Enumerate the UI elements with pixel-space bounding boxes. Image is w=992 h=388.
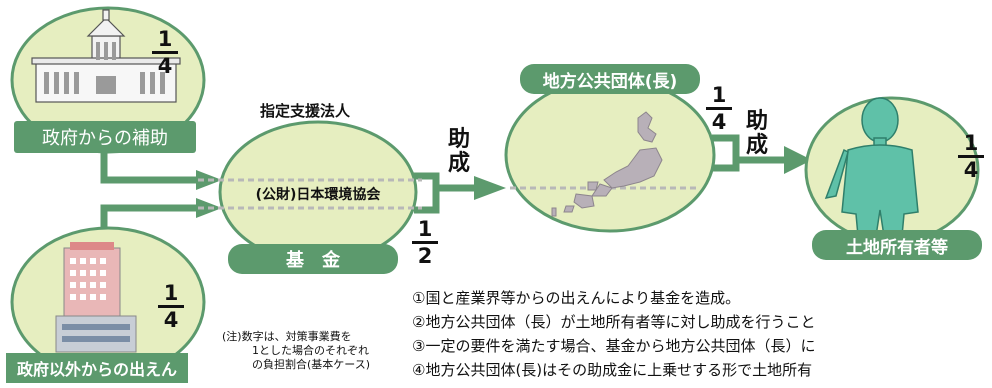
localgov-arrow-head xyxy=(784,146,812,174)
grant-label-2: 助 成 xyxy=(745,109,768,158)
step-3: ③一定の要件を満たす場合、基金から地方公共団体（長）に xyxy=(412,337,816,355)
japan-map-icon xyxy=(551,111,663,217)
fraction-numerator: 1 xyxy=(163,281,179,305)
fraction-numerator: 1 xyxy=(711,83,727,107)
fund-share-fraction: 1 2 xyxy=(412,218,438,267)
note-line-1: (注)数字は、対策事業費を xyxy=(222,330,352,343)
fraction-denominator: 4 xyxy=(157,54,173,78)
localgov-to-owner-line xyxy=(712,134,740,172)
local-government-tag: 地方公共団体(長) xyxy=(520,64,700,94)
parliament-building-icon xyxy=(31,9,181,103)
foundation-label: (公財)日本環境協会 xyxy=(255,187,381,203)
fraction-denominator: 2 xyxy=(417,244,433,268)
fraction-numerator: 1 xyxy=(157,27,173,51)
fraction-denominator: 4 xyxy=(163,308,179,332)
note-line-2: 1とした場合のそれぞれ xyxy=(252,344,369,357)
fraction-numerator: 1 xyxy=(417,217,433,241)
landowner-tag: 土地所有者等 xyxy=(812,230,982,260)
government-share-fraction: 1 4 xyxy=(152,28,178,77)
fund-arrow-head xyxy=(474,176,506,200)
grant-label-1: 助 成 xyxy=(447,127,470,176)
gov-to-fund-line xyxy=(100,150,198,184)
fund-tag: 基 金 xyxy=(228,244,398,274)
office-building-icon xyxy=(55,242,137,353)
step-2: ②地方公共団体（長）が土地所有者等に対し助成を行うこと xyxy=(412,313,816,331)
share-note: (注)数字は、対策事業費を 1とした場合のそれぞれ の負担割合(基本ケース) xyxy=(222,330,370,372)
localgov-share-fraction: 1 4 xyxy=(706,84,732,133)
step-4: ④地方公共団体(長)はその助成金に上乗せする形で土地所有 xyxy=(412,361,813,379)
note-line-3: の負担割合(基本ケース) xyxy=(252,358,371,371)
localgov-ellipse xyxy=(504,77,716,233)
fund-to-localgov-line xyxy=(412,172,440,214)
fraction-denominator: 4 xyxy=(711,110,727,134)
process-steps: ①国と産業界等からの出えんにより基金を造成。 ②地方公共団体（長）が土地所有者等… xyxy=(412,286,992,382)
nongovernment-tag: 政府以外からの出えん xyxy=(6,353,188,383)
fraction-numerator: 1 xyxy=(963,131,979,155)
landowner-share-fraction: 1 4 xyxy=(958,132,984,181)
fraction-denominator: 4 xyxy=(963,158,979,182)
nongovernment-share-fraction: 1 4 xyxy=(158,282,184,331)
step-1: ①国と産業界等からの出えんにより基金を造成。 xyxy=(412,289,741,307)
designated-corp-label: 指定支援法人 xyxy=(260,102,351,120)
government-aid-tag: 政府からの補助 xyxy=(14,121,196,153)
